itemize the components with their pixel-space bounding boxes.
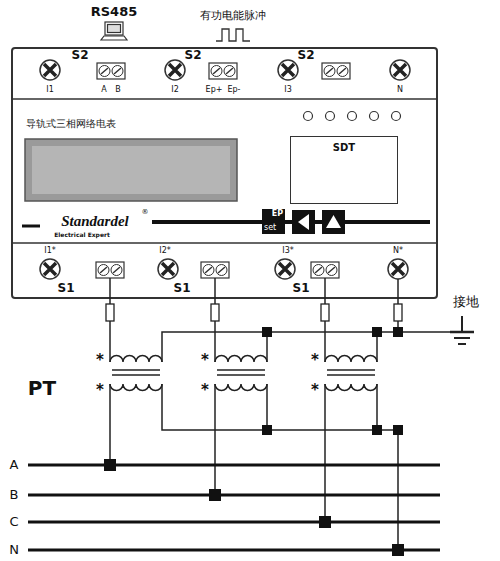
logo-underline [22,225,40,228]
meter-housing: 导轨式三相网络电表 SDT EP set [12,48,437,298]
indicator-leds [304,112,401,121]
sdt-panel: SDT [290,136,398,204]
pt-transformers [110,356,377,391]
computer-icon [101,22,127,40]
terminal-label: I3 [284,86,291,95]
pin-label: Ep- [227,86,240,95]
terminal-label: S1 [293,282,310,295]
polarity-mark: * [201,352,209,369]
terminal-label: N [397,86,403,95]
node-text: SDT [291,142,397,153]
polarity-mark: * [311,352,319,369]
top-terminals [40,60,410,80]
phase-label: A [10,458,19,472]
polarity-mark: * [311,382,319,399]
terminal-label: S1 [174,282,191,295]
arrow-buttons [292,210,345,234]
phase-label: N [9,543,19,557]
phase-label: C [9,515,18,529]
pin-label: Ep+ [206,86,223,95]
brand-logo: Standardel [61,213,129,230]
node-text: EP [272,210,283,219]
power-lines [28,465,440,550]
ep-set-button: EP set [262,209,285,234]
port-label: RS485 [91,5,138,19]
front-bar [152,220,430,224]
pt-label: PT [28,377,56,399]
brand-tagline: Electrical Expert [54,232,110,239]
terminal-label: I2* [159,247,170,256]
ground-label: 接地 [453,295,479,309]
bottom-terminals [40,259,408,279]
terminal-label: I2 [171,86,178,95]
pin-label: B [115,86,121,95]
phase-label: B [10,488,19,502]
junction-dots [104,327,404,556]
ground-symbol [450,316,474,344]
fuses [106,304,402,321]
terminal-label: I3* [282,247,293,256]
terminal-label: S2 [298,49,315,62]
lcd-display [25,139,237,201]
signal-label: 有功电能脉冲 [200,10,266,22]
terminal-label: I1 [46,86,53,95]
polarity-mark: * [96,382,104,399]
terminal-label: S2 [185,49,202,62]
node-text: 导轨式三相网络电表 [26,118,116,129]
terminal-label: S2 [72,49,89,62]
meter-housing [12,48,437,298]
node-text: set [264,224,276,233]
wires [110,278,455,550]
pulse-symbol [216,29,250,41]
terminal-label: I1* [44,247,55,256]
polarity-mark: * [96,352,104,369]
terminal-label: N* [393,247,403,256]
brand-mark: ® [142,209,149,217]
pin-label: A [101,86,106,95]
terminal-label: S1 [58,282,75,295]
polarity-mark: * [201,382,209,399]
